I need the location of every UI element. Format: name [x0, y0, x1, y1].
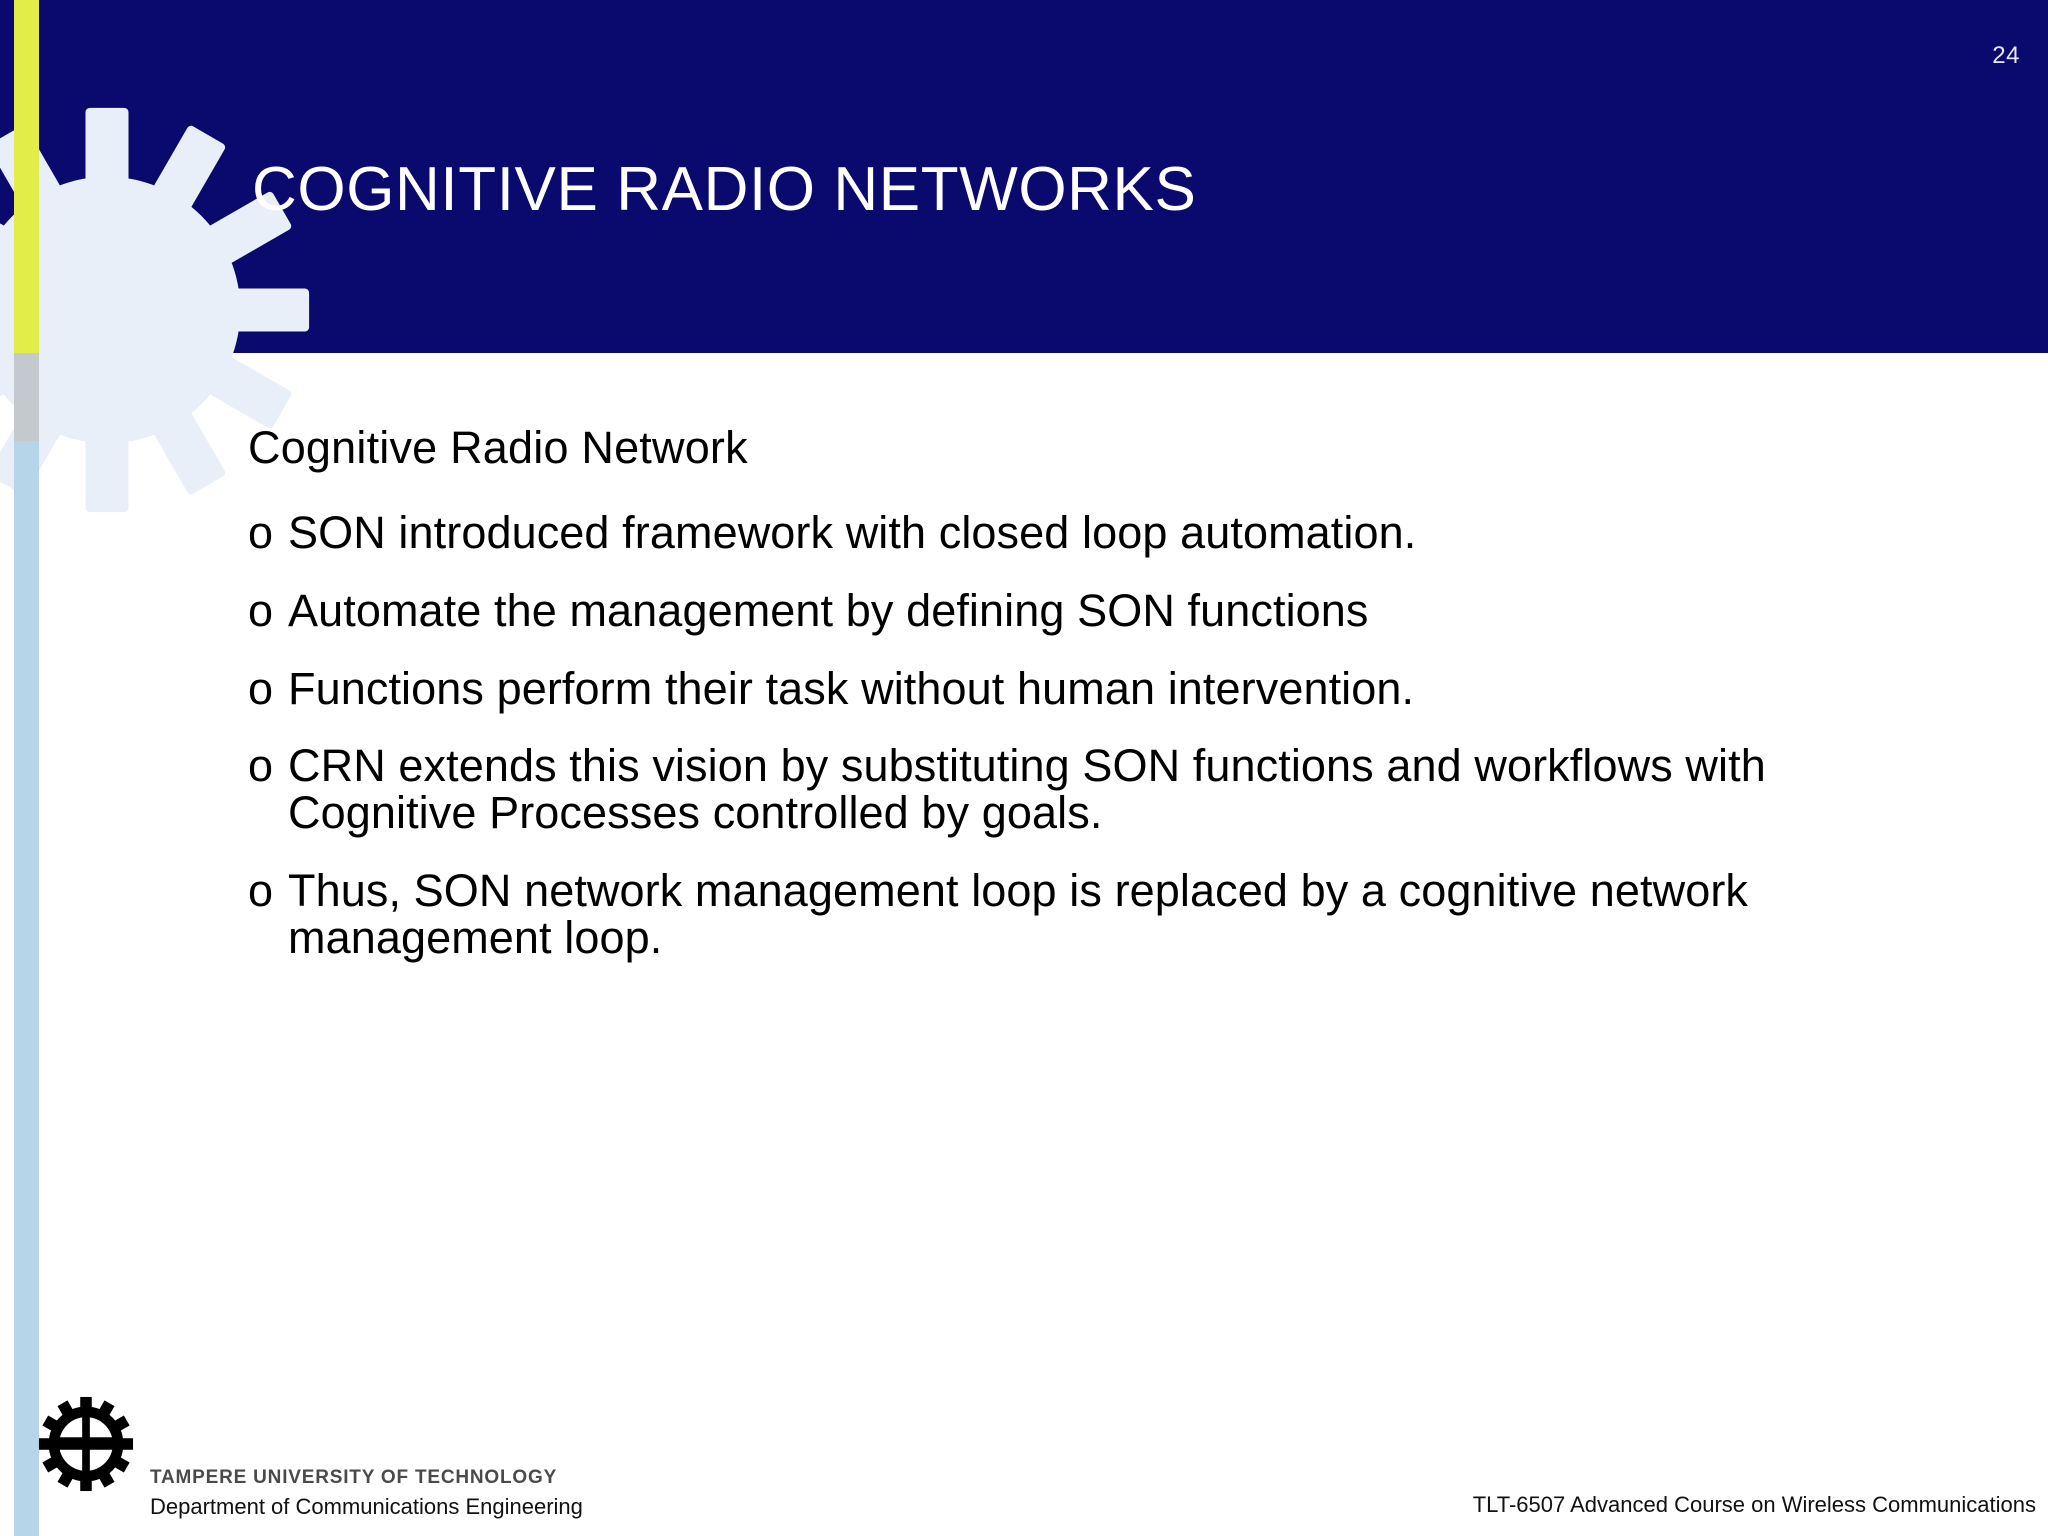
bullet-marker-icon: o	[248, 740, 274, 792]
slide-number: 24	[1992, 42, 2020, 69]
footer-organization: TAMPERE UNIVERSITY OF TECHNOLOGY	[150, 1467, 558, 1488]
list-item: o Functions perform their task without h…	[248, 662, 1808, 714]
bullet-marker-icon: o	[248, 662, 274, 714]
bullet-marker-icon: o	[248, 507, 274, 558]
accent-stripe-yellow	[14, 0, 39, 353]
list-item-label: SON introduced framework with closed loo…	[288, 507, 1417, 558]
body-content: Cognitive Radio Network o SON introduced…	[248, 425, 1808, 993]
bullet-marker-icon: o	[248, 584, 274, 636]
header-band	[0, 0, 2048, 353]
list-item-label: CRN extends this vision by substituting …	[288, 740, 1766, 839]
list-item: o Automate the management by defining SO…	[248, 584, 1808, 636]
footer-department: Department of Communications Engineering	[150, 1494, 583, 1519]
gear-logo-icon	[38, 1396, 134, 1492]
page-title: COGNITIVE RADIO NETWORKS	[252, 154, 1197, 224]
list-item-label: Automate the management by defining SON …	[288, 584, 1369, 636]
bullet-list: o SON introduced framework with closed l…	[248, 507, 1808, 963]
accent-stripe-gray	[14, 353, 39, 441]
footer-course-label: TLT-6507 Advanced Course on Wireless Com…	[1472, 1492, 2036, 1517]
list-item-label: Functions perform their task without hum…	[288, 662, 1415, 714]
list-item: o Thus, SON network management loop is r…	[248, 864, 1808, 963]
list-item: o CRN extends this vision by substitutin…	[248, 743, 1808, 837]
body-lead-text: Cognitive Radio Network	[248, 422, 748, 473]
list-item-label: Thus, SON network management loop is rep…	[288, 864, 1749, 963]
bullet-marker-icon: o	[248, 864, 274, 916]
list-item: o SON introduced framework with closed l…	[248, 507, 1808, 558]
accent-stripe-blue	[14, 441, 39, 1536]
